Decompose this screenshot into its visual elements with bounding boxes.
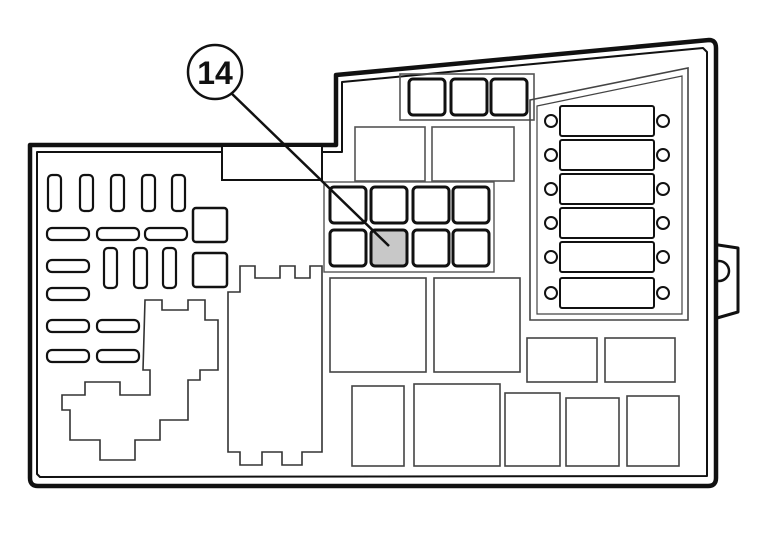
relay xyxy=(407,77,447,117)
fuse-slot xyxy=(451,228,491,268)
top-slots xyxy=(354,73,535,182)
relay xyxy=(489,77,529,117)
left-relays xyxy=(191,206,229,289)
connector-outlines xyxy=(61,265,323,466)
slot xyxy=(329,277,427,373)
fuse xyxy=(95,348,141,364)
terminal-screw xyxy=(544,114,558,128)
top-relays xyxy=(407,77,529,117)
cartridge-fuse xyxy=(559,207,655,239)
callout-label: 14 xyxy=(197,55,233,91)
fuse xyxy=(95,226,141,242)
slot xyxy=(504,392,561,467)
terminal-screw xyxy=(544,182,558,196)
fuse xyxy=(45,226,91,242)
slot xyxy=(526,337,598,383)
slot xyxy=(626,395,680,467)
cartridge-fuse xyxy=(559,139,655,171)
fuse xyxy=(132,246,149,290)
fuse xyxy=(161,246,178,290)
slot xyxy=(351,385,405,467)
fuse-slot xyxy=(411,228,451,268)
slot xyxy=(565,397,620,467)
fuse-grid-frame xyxy=(323,181,495,273)
fuse xyxy=(45,258,91,274)
slot xyxy=(433,277,521,373)
relay xyxy=(191,206,229,244)
terminal-screw xyxy=(656,216,670,230)
slot xyxy=(354,126,426,182)
terminal-screw xyxy=(544,250,558,264)
terminal-screw xyxy=(544,148,558,162)
fuse xyxy=(170,173,187,213)
fuse-slot xyxy=(411,185,451,225)
slot xyxy=(604,337,676,383)
housing-inner-rim xyxy=(36,47,708,478)
cartridge-panel-outline xyxy=(529,67,689,321)
header-bar xyxy=(221,145,323,181)
callout-circle xyxy=(186,43,244,101)
relay xyxy=(449,77,489,117)
cartridge-panel-inner xyxy=(536,75,683,315)
fuse-slot xyxy=(451,185,491,225)
slot xyxy=(431,126,515,182)
fuse xyxy=(143,226,189,242)
fuse-slot xyxy=(369,185,409,225)
terminal-screw xyxy=(656,250,670,264)
mini-fuse-group xyxy=(45,173,189,364)
cartridge-fuse-panel xyxy=(529,67,689,321)
fuse xyxy=(102,246,119,290)
slot xyxy=(399,73,535,121)
relay xyxy=(191,251,229,289)
cartridge-fuse xyxy=(559,173,655,205)
connector-outline-center xyxy=(227,265,323,466)
fuse xyxy=(109,173,126,213)
cartridge-fuse xyxy=(559,277,655,309)
terminal-screw xyxy=(544,216,558,230)
terminal-screw xyxy=(656,182,670,196)
callout-14: 14 xyxy=(186,43,390,247)
fuse xyxy=(46,173,63,213)
fuse-slot xyxy=(328,228,368,268)
fuse xyxy=(45,286,91,302)
slot xyxy=(413,383,501,467)
connector-outline-left xyxy=(61,299,219,461)
fuse xyxy=(45,348,91,364)
terminal-screw xyxy=(544,286,558,300)
terminal-screw xyxy=(656,286,670,300)
fuse xyxy=(45,318,91,334)
fuse xyxy=(140,173,157,213)
cartridge-fuse xyxy=(559,241,655,273)
lower-slots xyxy=(329,277,680,467)
cartridge-fuse xyxy=(559,105,655,137)
terminal-screw xyxy=(656,148,670,162)
fuse xyxy=(78,173,95,213)
terminal-screw xyxy=(656,114,670,128)
callout-leader-line xyxy=(227,89,390,247)
fuse xyxy=(95,318,141,334)
